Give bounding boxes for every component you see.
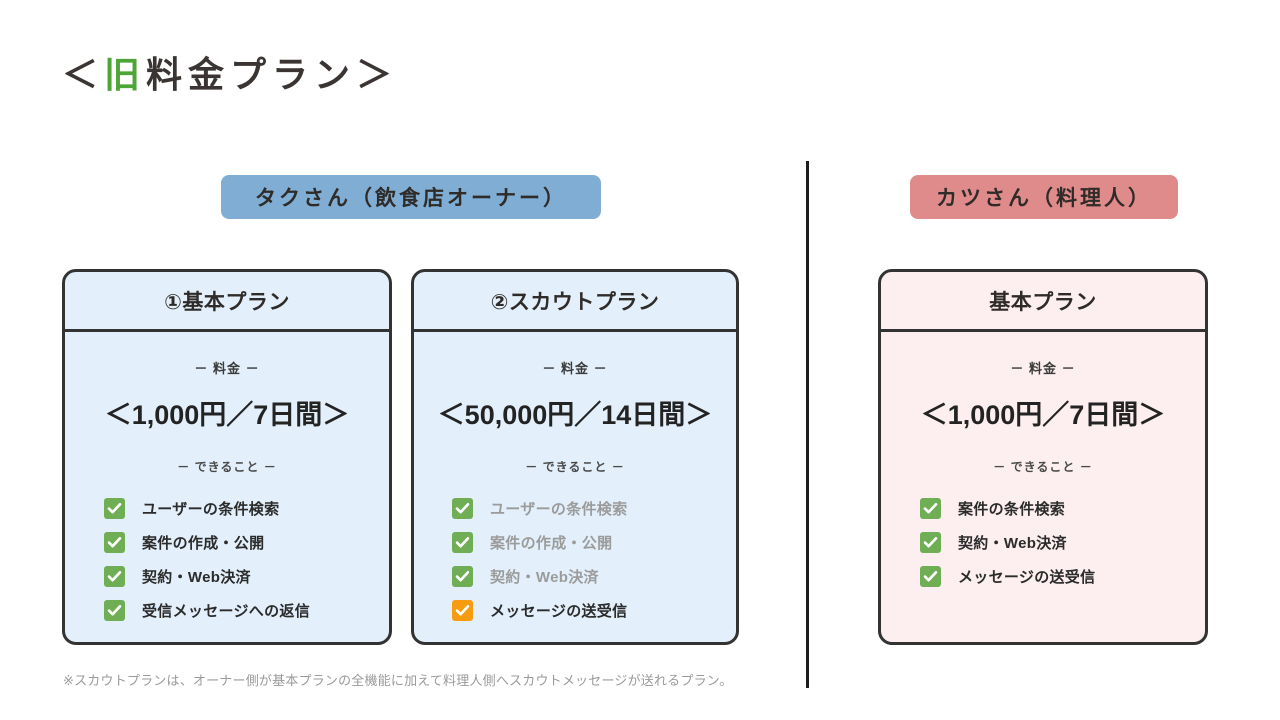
feature-label: 案件の作成・公開 (142, 534, 265, 552)
plan-card-owner-scout: ②スカウトプラン － 料金 － ＜50,000円／14日間＞ － できること －… (411, 269, 739, 645)
check-green-icon (452, 497, 473, 519)
badge-cook-label: カツさん（料理人） (936, 187, 1152, 210)
feature-label: 案件の条件検索 (958, 500, 1066, 518)
plan-price: ＜1,000円／7日間＞ (920, 400, 1166, 430)
feature-list: ユーザーの条件検索案件の作成・公開契約・Web決済受信メッセージへの返信 (65, 491, 389, 627)
feature-item: メッセージの送受信 (920, 559, 1166, 593)
feature-label: メッセージの送受信 (958, 568, 1096, 586)
feature-item: メッセージの送受信 (452, 593, 698, 627)
price-heading: － 料金 － (194, 361, 260, 376)
feature-item: 案件の条件検索 (920, 491, 1166, 525)
feature-item: 契約・Web決済 (920, 525, 1166, 559)
feature-label: 契約・Web決済 (142, 568, 251, 586)
page-title-rest: 料金プラン＞ (146, 54, 399, 95)
page-title-prefix: ＜ (62, 54, 105, 95)
plan-card-body: － 料金 － ＜1,000円／7日間＞ － できること － ユーザーの条件検索案… (65, 332, 389, 642)
features-heading: － できること － (177, 460, 277, 474)
plan-card-body: － 料金 － ＜1,000円／7日間＞ － できること － 案件の条件検索契約・… (881, 332, 1205, 642)
check-orange-icon (452, 599, 473, 621)
page-title: ＜旧料金プラン＞ (62, 46, 398, 98)
features-heading: － できること － (525, 460, 625, 474)
features-heading: － できること － (993, 460, 1093, 474)
check-green-icon (920, 565, 941, 587)
check-green-icon (104, 497, 125, 519)
check-green-icon (104, 565, 125, 587)
feature-item: 契約・Web決済 (104, 559, 350, 593)
feature-label: 契約・Web決済 (490, 568, 599, 586)
check-green-icon (104, 531, 125, 553)
plan-card-title: ①基本プラン (65, 272, 389, 332)
check-green-icon (452, 565, 473, 587)
check-green-icon (452, 531, 473, 553)
check-green-icon (920, 531, 941, 553)
plan-price: ＜50,000円／14日間＞ (437, 400, 713, 430)
feature-label: ユーザーの条件検索 (490, 500, 628, 518)
feature-item: 案件の作成・公開 (452, 525, 698, 559)
badge-owner: タクさん（飲食店オーナー） (221, 175, 601, 219)
feature-list: ユーザーの条件検索案件の作成・公開契約・Web決済メッセージの送受信 (414, 491, 736, 627)
badge-owner-label: タクさん（飲食店オーナー） (255, 187, 567, 210)
page-title-highlight: 旧 (104, 54, 147, 95)
badge-cook: カツさん（料理人） (910, 175, 1178, 219)
feature-label: 受信メッセージへの返信 (142, 602, 311, 620)
plan-card-cook-basic: 基本プラン － 料金 － ＜1,000円／7日間＞ － できること － 案件の条… (878, 269, 1208, 645)
plan-price: ＜1,000円／7日間＞ (104, 400, 350, 430)
check-green-icon (920, 497, 941, 519)
feature-item: ユーザーの条件検索 (104, 491, 350, 525)
price-heading: － 料金 － (542, 361, 608, 376)
plan-card-body: － 料金 － ＜50,000円／14日間＞ － できること － ユーザーの条件検… (414, 332, 736, 642)
feature-item: 受信メッセージへの返信 (104, 593, 350, 627)
footnote: ※スカウトプランは、オーナー側が基本プランの全機能に加えて料理人側へスカウトメッ… (63, 673, 733, 688)
feature-label: ユーザーの条件検索 (142, 500, 280, 518)
check-green-icon (104, 599, 125, 621)
feature-item: 案件の作成・公開 (104, 525, 350, 559)
plan-card-owner-basic: ①基本プラン － 料金 － ＜1,000円／7日間＞ － できること － ユーザ… (62, 269, 392, 645)
feature-item: ユーザーの条件検索 (452, 491, 698, 525)
plan-card-title: 基本プラン (881, 272, 1205, 332)
plan-card-title: ②スカウトプラン (414, 272, 736, 332)
feature-item: 契約・Web決済 (452, 559, 698, 593)
feature-list: 案件の条件検索契約・Web決済メッセージの送受信 (881, 491, 1205, 593)
price-heading: － 料金 － (1010, 361, 1076, 376)
feature-label: メッセージの送受信 (490, 602, 628, 620)
feature-label: 案件の作成・公開 (490, 534, 613, 552)
section-divider (806, 161, 809, 688)
feature-label: 契約・Web決済 (958, 534, 1067, 552)
